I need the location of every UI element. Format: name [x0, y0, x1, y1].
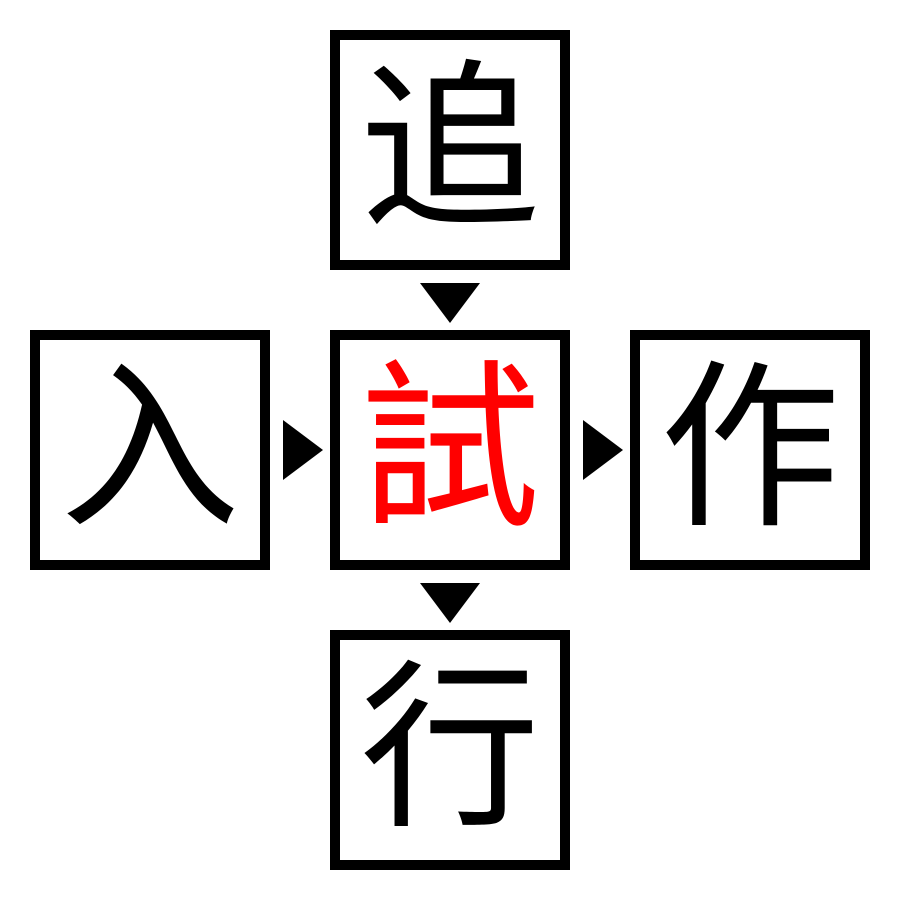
- kanji-box-left: 入: [30, 330, 270, 570]
- kanji-top: 追: [359, 45, 540, 254]
- kanji-right: 作: [659, 345, 840, 554]
- kanji-bottom: 行: [359, 645, 540, 854]
- kanji-box-right: 作: [630, 330, 870, 570]
- kanji-box-center: 試: [330, 330, 570, 570]
- arrow-down-bottom-icon: [420, 583, 480, 623]
- kanji-left: 入: [59, 345, 240, 554]
- arrow-down-top-icon: [420, 283, 480, 323]
- kanji-box-top: 追: [330, 30, 570, 270]
- arrow-right-left-icon: [283, 420, 323, 480]
- kanji-box-bottom: 行: [330, 630, 570, 870]
- arrow-right-center-icon: [583, 420, 623, 480]
- kanji-center: 試: [359, 345, 540, 554]
